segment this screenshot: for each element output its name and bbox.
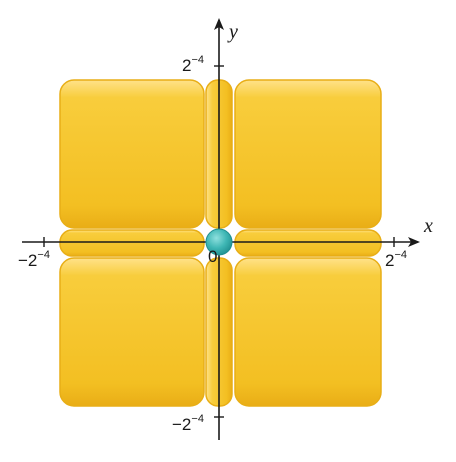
x-pos-tick-label: 2−4	[385, 249, 407, 270]
x-pos-exp: −4	[394, 249, 407, 261]
y-neg-exp: −4	[191, 413, 204, 425]
block-bottom-left	[59, 257, 205, 407]
x-neg-base: −2	[18, 251, 37, 270]
nucleus	[205, 228, 233, 256]
y-neg-base: −2	[172, 415, 191, 434]
y-neg-tick-label: −2−4	[172, 413, 204, 434]
x-neg-exp: −4	[37, 249, 50, 261]
block-top-left	[59, 79, 205, 229]
probability-blocks	[59, 79, 382, 407]
y-axis-name: y	[227, 21, 238, 43]
y-pos-tick-label: 2−4	[182, 54, 204, 75]
strip-left-horizontal	[59, 229, 205, 257]
block-bottom-right	[234, 257, 382, 407]
block-top-right	[234, 79, 382, 229]
y-pos-exp: −4	[191, 54, 204, 66]
x-axis-name: x	[423, 215, 433, 237]
strip-right-horizontal	[234, 229, 382, 257]
x-neg-tick-label: −2−4	[18, 249, 50, 270]
x-pos-base: 2	[385, 251, 394, 270]
y-pos-base: 2	[182, 56, 191, 75]
origin-label: 0	[208, 247, 217, 266]
